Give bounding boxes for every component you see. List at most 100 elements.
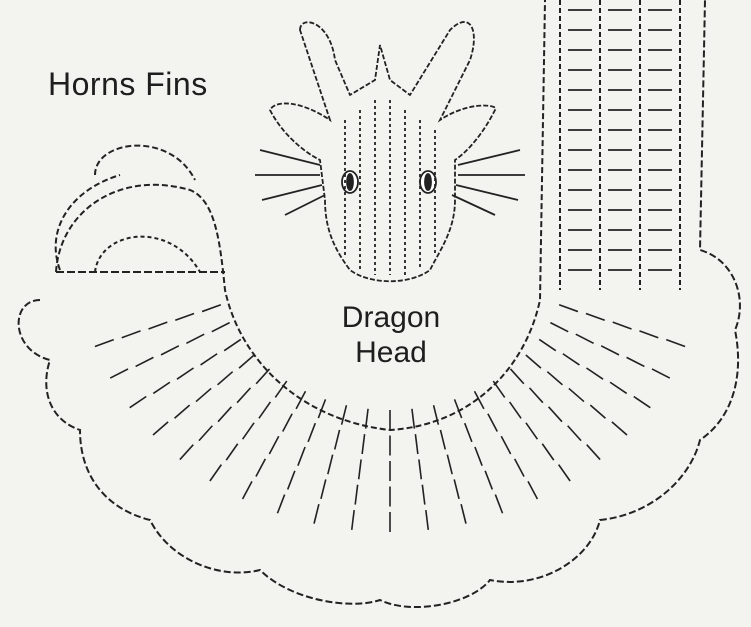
stitch-mark (447, 455, 452, 474)
stitch-mark (550, 323, 568, 332)
stitch-mark (559, 465, 570, 481)
stitch-mark (530, 388, 543, 403)
stitch-mark (136, 357, 154, 366)
stitch-mark (196, 388, 211, 401)
stitch-mark (201, 354, 218, 365)
stitch-mark (613, 322, 632, 329)
stitch-mark (542, 444, 553, 460)
stitch-mark (122, 331, 141, 338)
stitch-mark (269, 436, 278, 454)
stitch-mark (526, 423, 537, 439)
stitch-mark (362, 434, 364, 454)
stitch-mark (161, 346, 179, 355)
stitch-mark (652, 369, 670, 378)
stitch-mark (488, 414, 497, 432)
stitch-mark (627, 357, 645, 366)
stitch-mark (515, 459, 524, 477)
collar-inner-chain (56, 0, 545, 430)
stitch-mark (634, 397, 651, 408)
stitch-mark (210, 465, 221, 481)
stitch-mark (218, 372, 233, 385)
stitch-mark (226, 444, 237, 460)
horn-fin-top-scallop (95, 146, 195, 180)
left-pupil (347, 174, 353, 190)
stitch-mark (239, 355, 254, 368)
stitch-mark (539, 339, 556, 350)
dragon-head (255, 22, 525, 281)
stitch-mark (485, 471, 492, 490)
whiskers-right (452, 150, 525, 215)
stitch-mark (342, 405, 347, 424)
horn-fin-mid-fan (95, 237, 200, 272)
stitch-mark (202, 305, 221, 312)
dragon-head-label-line1: Dragon (326, 300, 456, 335)
stitch-mark (601, 346, 619, 355)
stitch-mark (352, 510, 354, 530)
stitch-mark (610, 382, 627, 393)
stitch-mark (576, 334, 594, 343)
stitch-mark (277, 495, 284, 514)
stitch-mark (177, 368, 194, 379)
neck-strip (560, 0, 680, 290)
stitch-mark (130, 397, 147, 408)
stitch-mark (493, 381, 504, 397)
stitch-mark (461, 504, 466, 523)
stitch-mark (568, 426, 581, 441)
stitch-mark (283, 414, 292, 432)
stitch-mark (256, 369, 269, 384)
stitch-mark (259, 402, 270, 418)
stitch-mark (475, 447, 482, 466)
stitch-mark (321, 479, 326, 498)
stitch-mark (426, 510, 428, 530)
stitch-mark (639, 331, 658, 338)
stitch-mark (308, 423, 315, 442)
stitch-mark (212, 323, 230, 332)
stitch-mark (586, 313, 605, 320)
stitch-mark (314, 504, 319, 523)
stitch-mark (355, 485, 357, 505)
dragon-head-outline (270, 22, 496, 281)
stitch-mark (419, 459, 421, 479)
stitch-mark (110, 369, 128, 378)
stitch-mark (328, 455, 333, 474)
stitch-mark (569, 388, 584, 401)
stitch-mark (415, 434, 417, 454)
stitch-mark (563, 354, 580, 365)
stitch-mark (296, 391, 305, 409)
stitch-mark (199, 426, 212, 441)
stitch-mark (224, 339, 241, 350)
neck-stitches (568, 10, 672, 270)
stitch-mark (495, 495, 502, 514)
stitch-mark (528, 481, 537, 499)
stitch-mark (440, 430, 445, 449)
stitch-mark (510, 402, 521, 418)
stitch-mark (547, 372, 562, 385)
stitch-mark (186, 334, 204, 343)
stitch-mark (335, 430, 340, 449)
stitch-mark (422, 485, 424, 505)
stitch-mark (237, 388, 250, 403)
stitch-mark (288, 471, 295, 490)
stitch-mark (218, 407, 231, 422)
stitch-mark (455, 399, 462, 418)
stitch-mark (148, 322, 167, 329)
dragon-head-label-line2: Head (326, 335, 456, 370)
stitch-mark (586, 368, 603, 379)
stitch-mark (175, 405, 190, 418)
horn-fin-left-arc (56, 175, 120, 270)
stitch-mark (243, 423, 254, 439)
stitch-mark (298, 447, 305, 466)
stitch-mark (153, 422, 168, 435)
stitch-mark (666, 340, 685, 347)
stitch-mark (549, 407, 562, 422)
stitch-mark (359, 459, 361, 479)
dragon-head-label: Dragon Head (326, 300, 456, 370)
stitch-mark (95, 340, 114, 347)
stitch-mark (175, 313, 194, 320)
stitch-mark (526, 355, 541, 368)
stitch-mark (318, 399, 325, 418)
stitch-mark (243, 481, 252, 499)
stitch-mark (465, 423, 472, 442)
right-pupil (425, 174, 431, 190)
